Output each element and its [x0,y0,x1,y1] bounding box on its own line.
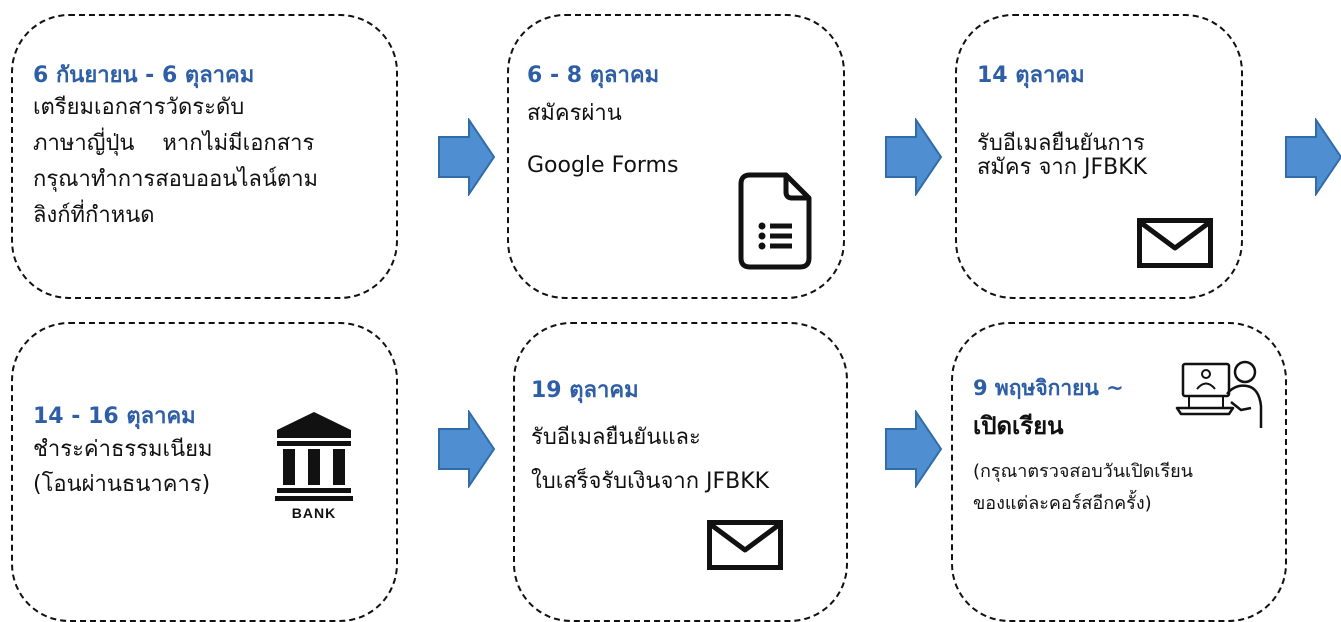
step-4-date: 14 - 16 ตุลาคม [33,404,196,429]
step-1-box [11,14,398,299]
step-2-line-1: สมัครผ่าน [527,101,622,126]
step-2-date: 6 - 8 ตุลาคม [527,63,660,88]
step-3-line-2: สมัคร จาก JFBKK [977,155,1148,180]
bank-icon-label: BANK [292,505,336,520]
step-6-line-1: (กรุณาตรวจสอบวันเปิดเรียน [973,461,1193,482]
mail-icon [707,520,783,570]
arrow-2 [885,118,943,196]
step-1-line-4: ลิงก์ที่กำหนด [33,203,155,228]
step-2-box [507,14,845,299]
google-forms-icon [738,172,812,270]
arrow-1 [438,118,496,196]
step-6-date: 9 พฤษจิกายน ~ [973,376,1124,400]
step-4-line-1: ชำระค่าธรรมเนียม [33,437,213,462]
step-1-line-2: ภาษาญี่ปุ่น หากไม่มีเอกสาร [33,131,315,156]
step-3-box [955,14,1243,299]
arrow-4 [438,410,496,488]
step-6-title: เปิดเรียน [973,412,1064,440]
step-4-line-2: (โอนผ่านธนาคาร) [33,472,211,497]
step-2-line-2: Google Forms [527,153,679,178]
bank-icon: BANK [275,412,353,520]
step-3-date: 14 ตุลาคม [977,63,1085,88]
step-3-line-1: รับอีเมลยืนยันการ [977,131,1145,156]
step-5-date: 19 ตุลาคม [531,378,639,403]
step-5-line-1: รับอีเมลยืนยันและ [531,425,701,450]
step-1-line-1: เตรียมเอกสารวัดระดับ [33,95,245,120]
arrow-5 [885,410,943,488]
step-5-box [513,322,848,622]
online-class-icon [1175,360,1263,428]
arrow-3 [1285,118,1341,196]
mail-icon [1137,218,1213,268]
step-1-line-3: กรุณาทำการสอบออนไลน์ตาม [33,167,319,192]
step-1-date: 6 กันยายน - 6 ตุลาคม [33,63,255,88]
step-6-box [951,322,1287,622]
step-5-line-2: ใบเสร็จรับเงินจาก JFBKK [531,469,770,494]
step-6-line-2: ของแต่ละคอร์สอีกครั้ง) [973,493,1152,514]
